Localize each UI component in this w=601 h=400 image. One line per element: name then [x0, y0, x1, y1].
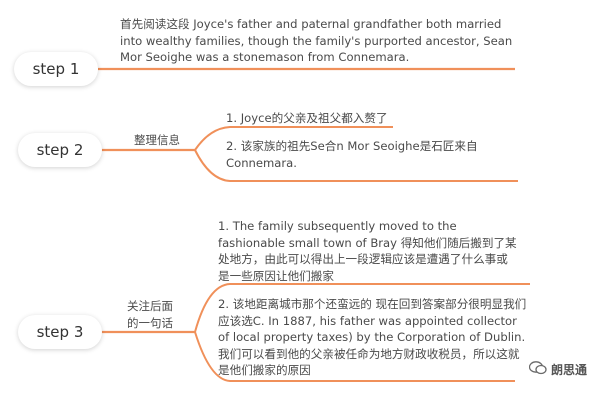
step3-branch-label: 关注后面的一句话 [127, 299, 173, 330]
step3-pill: step 3 [18, 315, 102, 349]
step2-label: step 2 [36, 141, 84, 159]
wechat-icon [528, 361, 547, 378]
step2-item-1: 1. Joyce的父亲及祖父都入赘了 [226, 111, 388, 125]
watermark-text: 朗思通 [550, 363, 587, 377]
step3-branch-bottom [194, 331, 515, 382]
step2-branch-label: 整理信息 [134, 133, 180, 147]
step2-branch-bottom [194, 149, 518, 182]
watermark: 朗思通 [528, 361, 587, 378]
step3-item-2: 2. 该地距离城市那个还蛮远的 现在回到答案部分很明显我们应该选C. In 18… [218, 297, 527, 377]
step3-item-1: 1. The family subsequently moved to the … [218, 219, 517, 283]
step3-branch-top [194, 283, 530, 333]
step2-pill: step 2 [18, 133, 102, 167]
step2-branch-top [194, 126, 393, 151]
step1-pill: step 1 [14, 52, 98, 86]
step1-text: 首先阅读这段 Joyce's father and paternal grand… [120, 17, 513, 64]
step2-item-2: 2. 该家族的祖先Se合n Mor Seoighe是石匠来自Connemara. [226, 139, 478, 170]
step3-label: step 3 [36, 323, 84, 341]
step1-label: step 1 [32, 60, 80, 78]
